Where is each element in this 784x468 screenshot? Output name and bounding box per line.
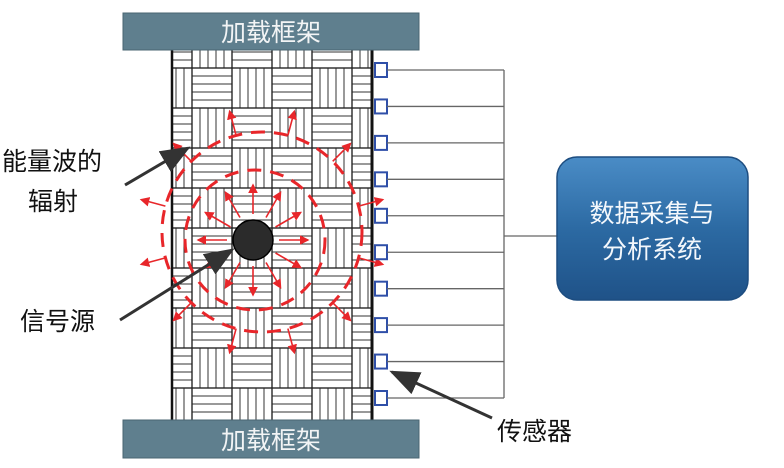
inner-ray-arrow (265, 262, 282, 290)
specimen-panel (112, 50, 374, 420)
sensor (374, 244, 504, 261)
weave-cell (351, 67, 372, 109)
energy-wave-arrow (124, 146, 191, 187)
energy-wave-label-line1: 能量波的 (2, 147, 102, 176)
inner-ray-arrow (275, 211, 303, 228)
sensor (374, 98, 504, 115)
outer-ray-arrow (287, 328, 297, 355)
inner-wavefront (183, 168, 327, 312)
sensor-array (374, 62, 504, 406)
inner-ray-arrow (275, 252, 303, 269)
inner-ray-arrow (224, 190, 241, 218)
energy-wave (160, 130, 364, 334)
weave-cell (351, 147, 372, 189)
weave-cell (351, 387, 372, 420)
weave-cell (351, 267, 372, 309)
bottom-frame-label: 加载框架 (221, 426, 321, 455)
weave-cell (351, 347, 372, 389)
outer-ray-arrow (358, 197, 385, 207)
sensor (374, 134, 504, 151)
weave-cell (191, 67, 233, 109)
outer-wavefront (160, 130, 364, 334)
weave-cell (112, 188, 152, 228)
signal-source-label: 信号源 (20, 307, 95, 336)
outer-ray-arrow (332, 142, 352, 162)
bottom-loading-frame: 加载框架 (122, 419, 420, 459)
sensor-arrow (389, 370, 493, 420)
outer-ray-arrow (172, 302, 192, 322)
system-label-line2: 分析系统 (602, 235, 702, 264)
weave-cell (311, 187, 353, 229)
inner-ray-arrow (265, 190, 282, 218)
sensor (374, 171, 504, 188)
outer-ray-arrow (227, 109, 237, 136)
weave-cell (172, 50, 193, 69)
outer-ray-arrow (139, 257, 166, 267)
weave-cell (112, 228, 152, 268)
outer-ray-arrow (358, 257, 385, 267)
outer-ray-arrow (332, 302, 352, 322)
sensor (374, 353, 504, 370)
top-loading-frame: 加载框架 (122, 12, 420, 51)
weave-cell (112, 348, 152, 388)
sensor (374, 317, 504, 334)
outer-ray-arrow (139, 197, 166, 207)
sensor (374, 280, 504, 297)
system-label-line1: 数据采集与 (589, 199, 714, 228)
signal-source-arrow (119, 248, 235, 322)
weave-cell (311, 67, 353, 109)
signal-source-dot (232, 219, 274, 261)
top-frame-label: 加载框架 (221, 18, 321, 47)
weave-cell (351, 107, 372, 149)
inner-ray-arrow (224, 262, 241, 290)
sensor (374, 62, 504, 78)
outer-ray-arrow (227, 328, 237, 355)
weave-cell (112, 108, 152, 148)
data-acquisition-system-box: 数据采集与 分析系统 (556, 156, 749, 301)
sensor (374, 207, 504, 224)
weave-cell (112, 68, 152, 108)
energy-wave-label-line2: 辐射 (28, 187, 78, 216)
inner-ray-arrow (203, 211, 231, 228)
outer-ray-arrow (287, 109, 297, 136)
weave-cell (351, 50, 372, 69)
weave-cell (351, 307, 372, 349)
sensor-label: 传感器 (497, 417, 572, 446)
